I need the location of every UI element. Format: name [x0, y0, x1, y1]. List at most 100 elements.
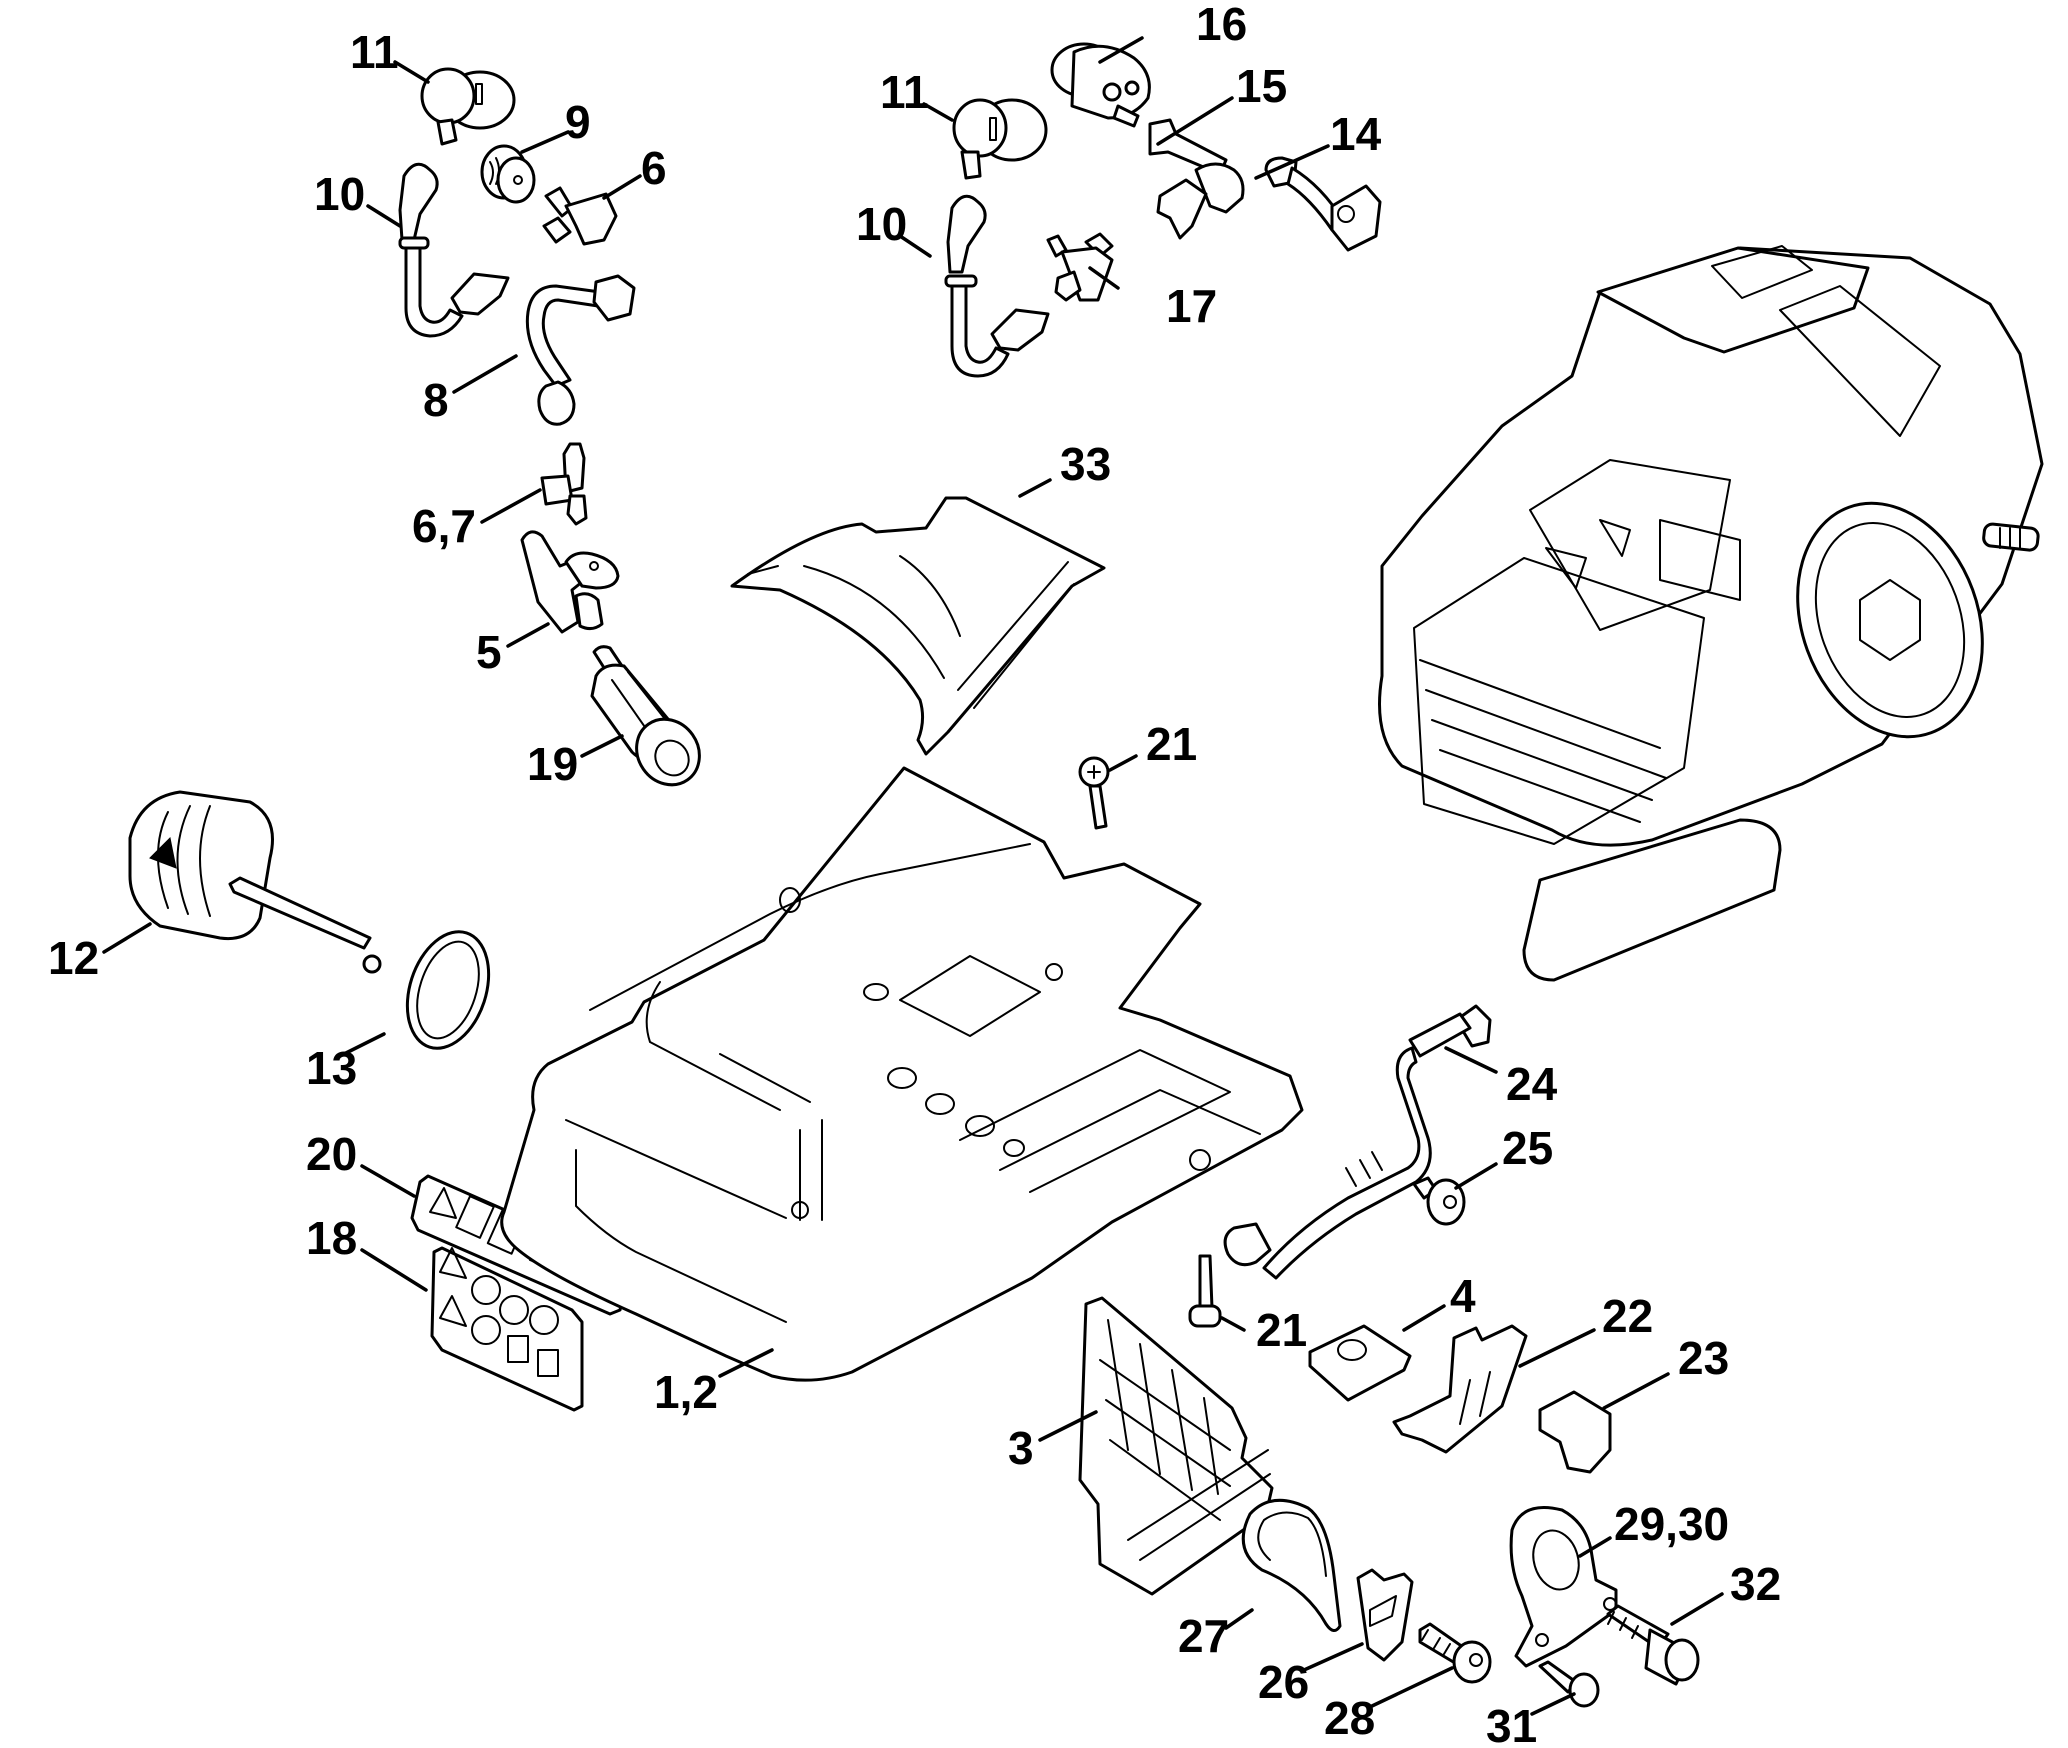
- part-clip-cover[interactable]: [1538, 1390, 1612, 1474]
- callout-3: 3: [1008, 1410, 1098, 1474]
- callout-label: 21: [1146, 718, 1197, 770]
- part-suction-hose-mid[interactable]: [944, 194, 1050, 378]
- part-shoulder-screw[interactable]: [1606, 1604, 1700, 1686]
- part-fuel-pump-primer[interactable]: [1050, 42, 1151, 128]
- callout-label: 4: [1450, 1270, 1476, 1322]
- callout-label: 11: [350, 26, 399, 78]
- part-retaining-plate[interactable]: [1356, 1568, 1414, 1662]
- part-oil-hose[interactable]: [1223, 1004, 1492, 1280]
- callout-label: 19: [527, 738, 578, 790]
- callout-8: 8: [423, 354, 518, 426]
- part-hose-elbow[interactable]: [1148, 118, 1245, 240]
- callout-label: 12: [48, 932, 99, 984]
- callout-33: 33: [1018, 438, 1111, 498]
- callout-label: 6: [641, 142, 667, 194]
- callout-20: 20: [306, 1128, 416, 1198]
- part-fuel-pickup-filter[interactable]: [590, 645, 712, 797]
- callout-label: 1,2: [654, 1366, 718, 1418]
- callout-16: 16: [1098, 0, 1247, 64]
- callout-label: 23: [1678, 1332, 1729, 1384]
- part-safety-pictogram-label[interactable]: [430, 1246, 584, 1412]
- callout-label: 5: [476, 626, 502, 678]
- callout-12: 12: [48, 922, 152, 984]
- part-guide-bracket[interactable]: [1392, 1324, 1528, 1454]
- part-tank-housing[interactable]: [500, 766, 1304, 1382]
- callout-label: 24: [1506, 1058, 1558, 1110]
- part-spring-loop[interactable]: [1241, 1498, 1342, 1632]
- callout-25: 25: [1454, 1122, 1553, 1190]
- callout-11-left: 11: [350, 26, 430, 84]
- callout-13: 13: [306, 1032, 386, 1094]
- callout-1-2: 1,2: [654, 1348, 774, 1418]
- callout-10-left: 10: [314, 168, 402, 228]
- callout-label: 10: [856, 198, 907, 250]
- callout-label: 21: [1256, 1304, 1307, 1356]
- part-plug-grommet[interactable]: [480, 144, 536, 204]
- part-oil-pump-assembly[interactable]: [128, 790, 382, 974]
- part-oil-tank-vent-cap-left[interactable]: [420, 67, 516, 146]
- part-screw-28[interactable]: [1418, 1622, 1492, 1684]
- callout-9: 9: [520, 96, 591, 154]
- callout-15: 15: [1156, 60, 1287, 146]
- callout-label: 20: [306, 1128, 357, 1180]
- part-screw-washer[interactable]: [1412, 1176, 1466, 1226]
- part-annular-buffer-bracket[interactable]: [1509, 1506, 1618, 1668]
- part-valve-fitting[interactable]: [520, 530, 620, 634]
- callout-label: 25: [1502, 1122, 1553, 1174]
- part-rubber-buffer[interactable]: [1308, 1324, 1412, 1402]
- part-o-ring[interactable]: [393, 921, 502, 1059]
- callout-label: 3: [1008, 1422, 1034, 1474]
- callout-label: 14: [1330, 108, 1382, 160]
- callout-label: 13: [306, 1042, 357, 1094]
- callout-label: 28: [1324, 1692, 1375, 1744]
- part-elbow-connector[interactable]: [540, 442, 588, 526]
- callout-6-7: 6,7: [412, 488, 542, 552]
- callout-label: 10: [314, 168, 365, 220]
- callout-10-mid: 10: [856, 198, 932, 258]
- callout-31: 31: [1486, 1692, 1576, 1748]
- callout-21-bottom: 21: [1220, 1304, 1307, 1356]
- part-engine-assembly: [1378, 245, 2044, 982]
- callout-label: 26: [1258, 1656, 1309, 1708]
- callout-29-30: 29,30: [1578, 1498, 1729, 1558]
- callout-24: 24: [1444, 1046, 1558, 1110]
- callout-21-top: 21: [1108, 718, 1197, 772]
- part-screw-31[interactable]: [1538, 1660, 1600, 1708]
- callout-4: 4: [1402, 1270, 1476, 1332]
- part-impulse-hose[interactable]: [1264, 156, 1382, 252]
- callout-14: 14: [1254, 108, 1382, 180]
- callout-label: 29,30: [1614, 1498, 1729, 1550]
- callout-11-mid: 11: [880, 66, 954, 122]
- part-oil-tank-vent-cap-mid[interactable]: [952, 98, 1048, 180]
- part-screw-top[interactable]: [1078, 756, 1110, 830]
- part-suction-hose-left[interactable]: [398, 162, 510, 338]
- callout-19: 19: [527, 734, 624, 790]
- part-fuel-hose[interactable]: [525, 274, 636, 426]
- callout-label: 27: [1178, 1610, 1229, 1662]
- callout-28: 28: [1324, 1666, 1454, 1744]
- callout-label: 18: [306, 1212, 357, 1264]
- part-grille-cover[interactable]: [1078, 1296, 1274, 1596]
- callout-label: 9: [565, 96, 591, 148]
- callout-label: 8: [423, 374, 449, 426]
- callout-26: 26: [1258, 1642, 1364, 1708]
- part-t-connector[interactable]: [1046, 232, 1114, 302]
- callout-5: 5: [476, 622, 550, 678]
- callout-18: 18: [306, 1212, 428, 1292]
- part-screw-bottom[interactable]: [1188, 1254, 1222, 1328]
- callout-label: 32: [1730, 1558, 1781, 1610]
- callout-label: 11: [880, 66, 929, 118]
- callout-23: 23: [1602, 1332, 1729, 1410]
- part-baffle-cover[interactable]: [730, 496, 1106, 756]
- callout-label: 33: [1060, 438, 1111, 490]
- callout-label: 15: [1236, 60, 1287, 112]
- callout-6: 6: [602, 142, 667, 200]
- callout-label: 22: [1602, 1290, 1653, 1342]
- callout-label: 17: [1166, 280, 1217, 332]
- callout-22: 22: [1518, 1290, 1653, 1368]
- callout-27: 27: [1178, 1608, 1254, 1662]
- callout-17: 17: [1088, 266, 1217, 332]
- part-connector-fitting[interactable]: [542, 186, 618, 246]
- callout-32: 32: [1670, 1558, 1781, 1626]
